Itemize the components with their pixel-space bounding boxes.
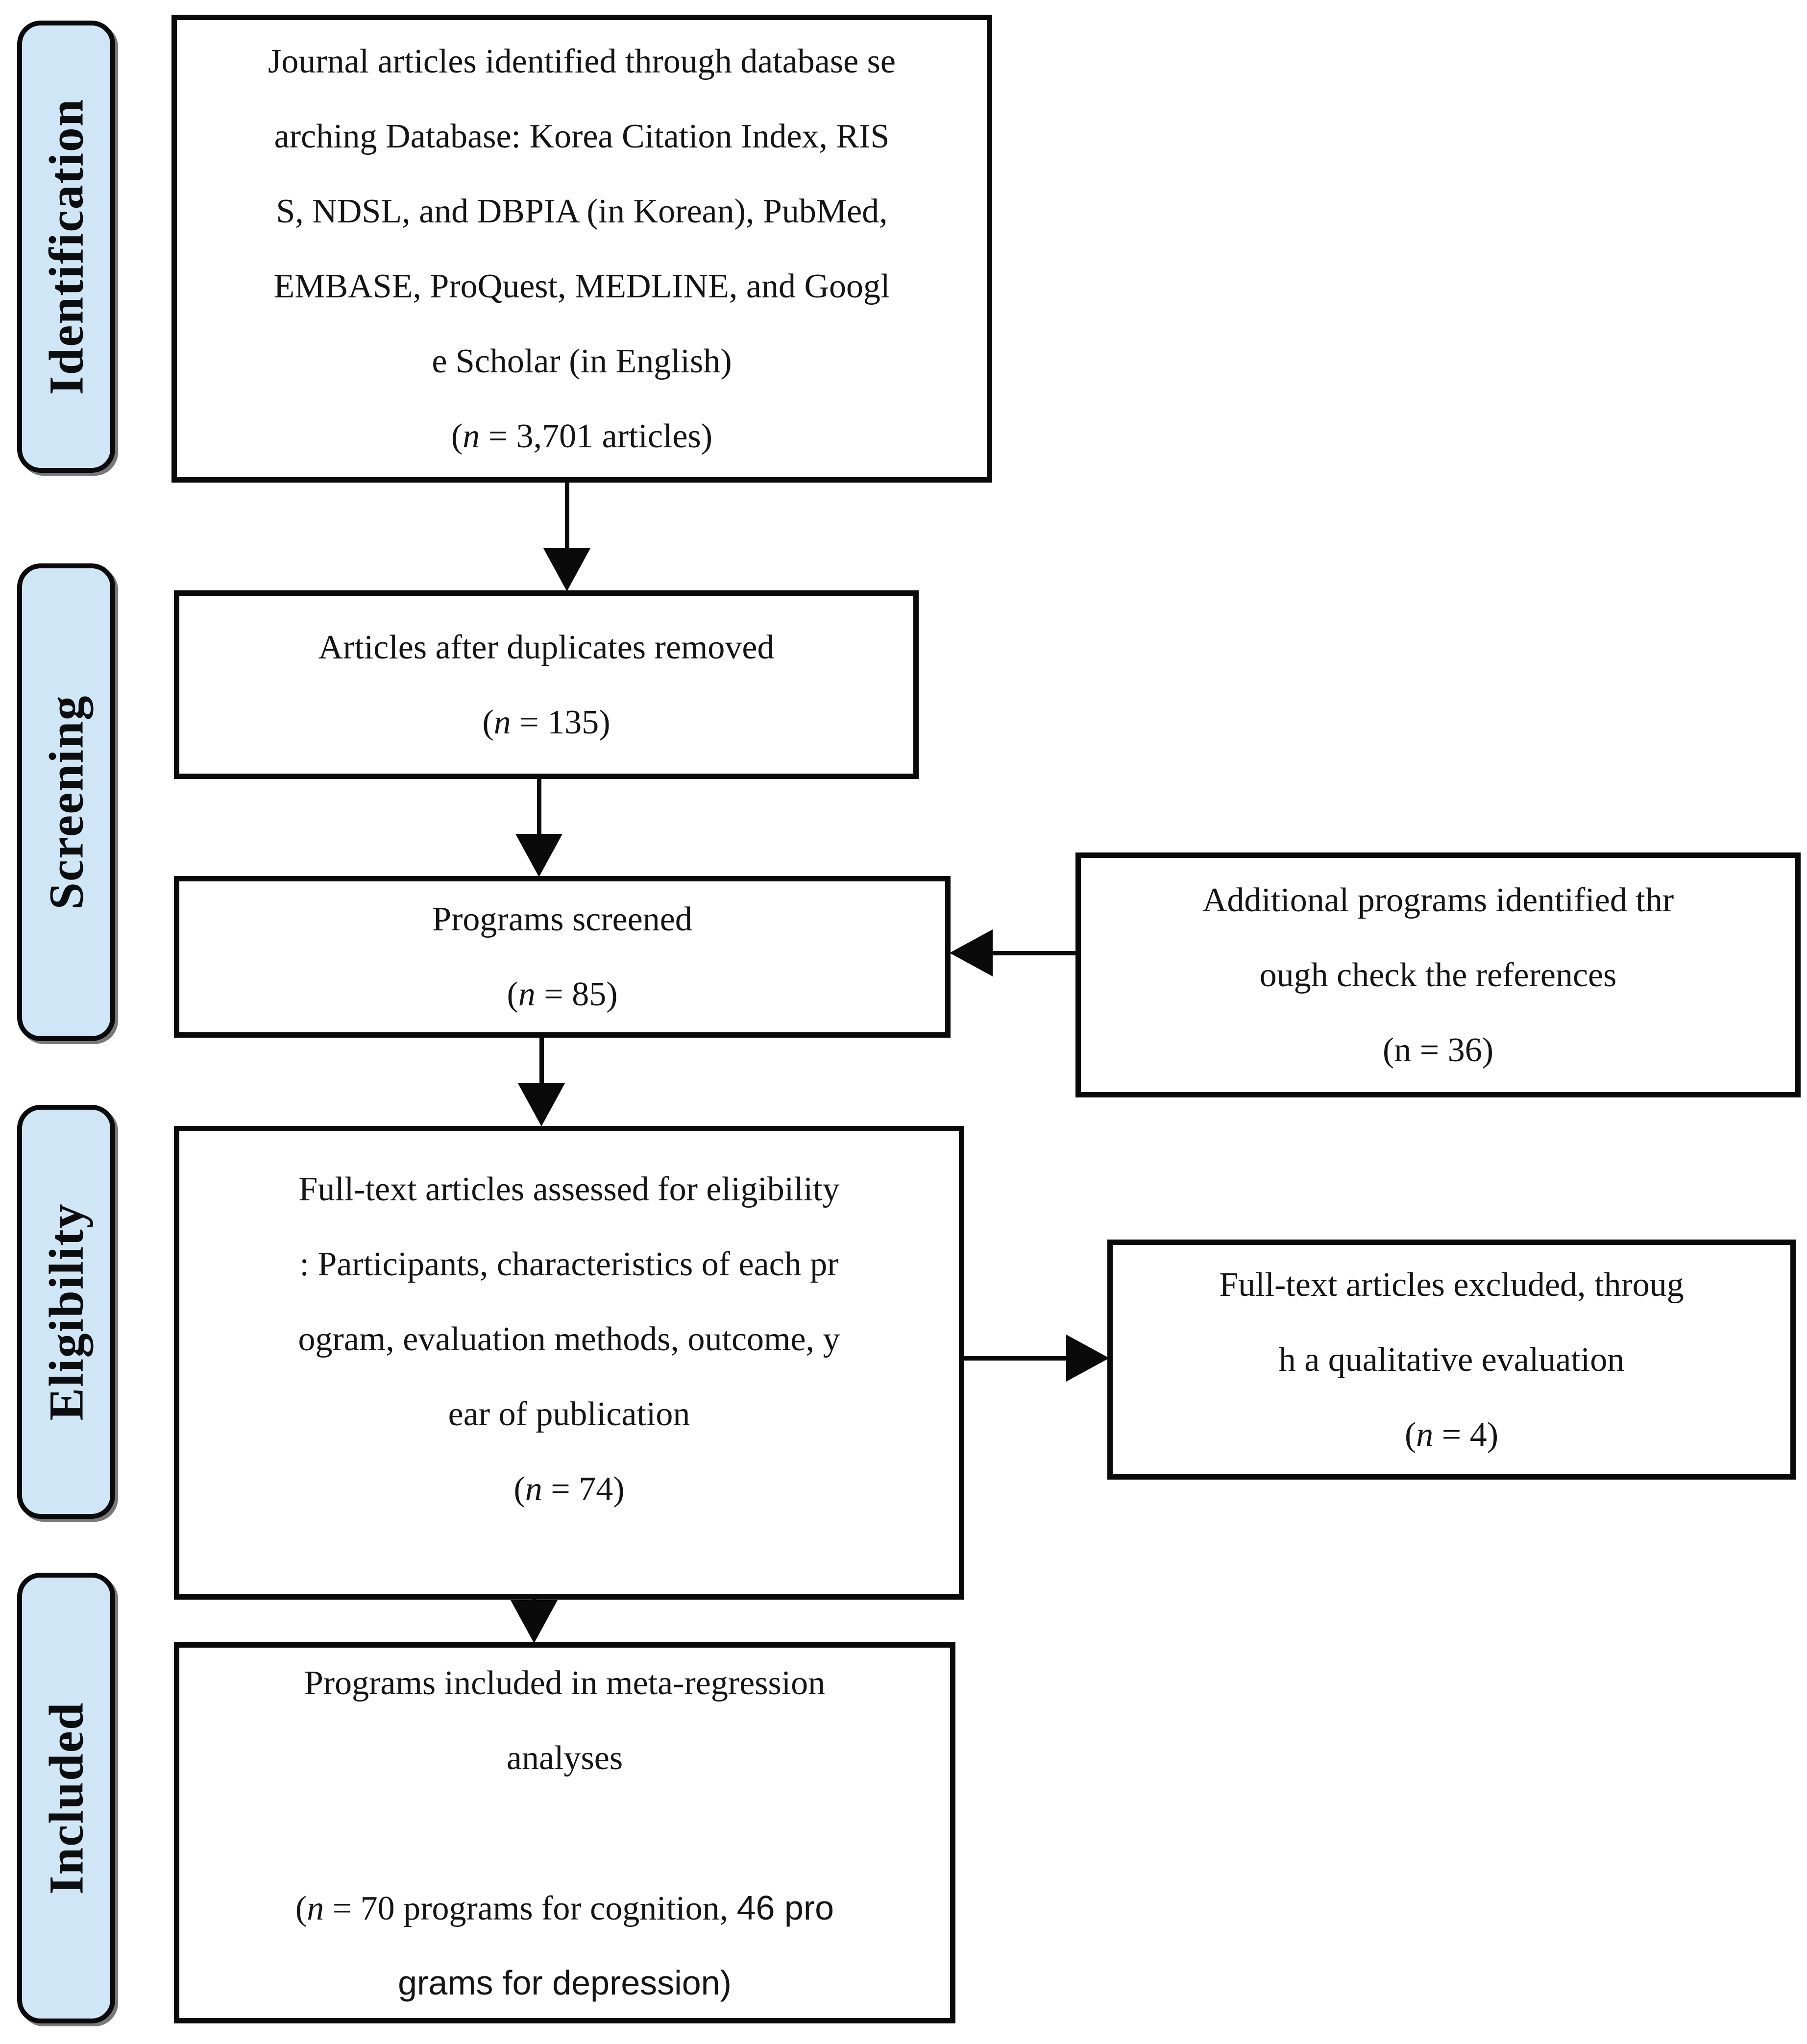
box-assessed-count: (n = 74) — [513, 1470, 625, 1508]
arrow-screened-to-assessed-shaft — [539, 1035, 544, 1085]
box-fulltext-assessed: Full-text articles assessed for eligibil… — [174, 1126, 964, 1600]
box-assessed-line: : Participants, characteristics of each … — [299, 1245, 839, 1283]
box-duplicates-line: Articles after duplicates removed — [318, 628, 775, 666]
box-identified-articles: Journal articles identified through data… — [171, 15, 992, 483]
arrow-duplicates-to-screened-shaft — [537, 778, 541, 836]
box-assessed-line: ogram, evaluation methods, outcome, y — [298, 1320, 840, 1358]
arrow-assessed-to-excluded-shaft — [963, 1356, 1067, 1361]
arrow-identified-to-duplicates-shaft — [565, 482, 569, 550]
box-included-count-sans: 46 pro — [736, 1888, 834, 1927]
box-included-count-serif: (n = 70 programs for cognition, — [295, 1889, 729, 1927]
arrow-assessed-to-excluded-head — [1066, 1335, 1109, 1382]
box-included-line: analyses — [506, 1739, 623, 1777]
box-duplicates-removed: Articles after duplicates removed (n = 1… — [174, 590, 919, 779]
box-programs-screened: Programs screened (n = 85) — [174, 876, 951, 1038]
box-identified-line: e Scholar (in English) — [432, 342, 732, 380]
stage-eligibility-label: Eligibility — [39, 1203, 94, 1421]
stage-identification: Identification — [17, 21, 115, 473]
arrow-screened-to-assessed-head — [518, 1083, 565, 1126]
box-included-count-line2: grams for depression) — [398, 1963, 732, 2002]
arrow-assessed-to-included-head — [511, 1600, 558, 1643]
box-excluded-line: Full-text articles excluded, throug — [1219, 1265, 1684, 1304]
arrow-identified-to-duplicates-head — [543, 548, 590, 591]
box-screened-line: Programs screened — [432, 900, 692, 938]
box-assessed-line: ear of publication — [448, 1395, 690, 1433]
stage-eligibility: Eligibility — [17, 1105, 115, 1519]
box-duplicates-count: (n = 135) — [482, 703, 610, 741]
box-included-line: Programs included in meta-regression — [304, 1664, 826, 1702]
box-additional-programs: Additional programs identified thr ough … — [1075, 852, 1801, 1097]
stage-screening-label: Screening — [39, 695, 94, 910]
box-included-count: (n = 70 programs for cognition, 46 pro — [179, 1871, 950, 1946]
box-identified-line: Journal articles identified through data… — [268, 42, 896, 80]
stage-identification-label: Identification — [39, 98, 94, 395]
box-excluded-line: h a qualitative evaluation — [1278, 1340, 1625, 1379]
stage-included: Included — [17, 1573, 115, 2023]
box-included-spacer — [179, 1796, 950, 1871]
box-identified-count: (n = 3,701 articles) — [451, 417, 713, 455]
arrow-duplicates-to-screened-head — [515, 834, 562, 877]
stage-included-label: Included — [39, 1702, 94, 1895]
arrow-additional-to-screened-head — [950, 929, 993, 976]
box-additional-count: (n = 36) — [1382, 1031, 1494, 1069]
box-excluded-count: (n = 4) — [1404, 1415, 1499, 1454]
box-included-programs: Programs included in meta-regression ana… — [174, 1642, 955, 2023]
box-assessed-line: Full-text articles assessed for eligibil… — [298, 1170, 840, 1208]
arrow-additional-to-screened-shaft — [991, 951, 1076, 955]
box-identified-line: S, NDSL, and DBPIA (in Korean), PubMed, — [276, 192, 888, 230]
stage-screening: Screening — [17, 563, 115, 1041]
box-screened-count: (n = 85) — [507, 975, 618, 1013]
box-additional-line: Additional programs identified thr — [1202, 881, 1674, 919]
box-fulltext-excluded: Full-text articles excluded, throug h a … — [1107, 1240, 1796, 1480]
box-identified-line: arching Database: Korea Citation Index, … — [274, 117, 890, 155]
box-additional-line: ough check the references — [1259, 956, 1617, 994]
box-identified-line: EMBASE, ProQuest, MEDLINE, and Googl — [273, 267, 890, 305]
